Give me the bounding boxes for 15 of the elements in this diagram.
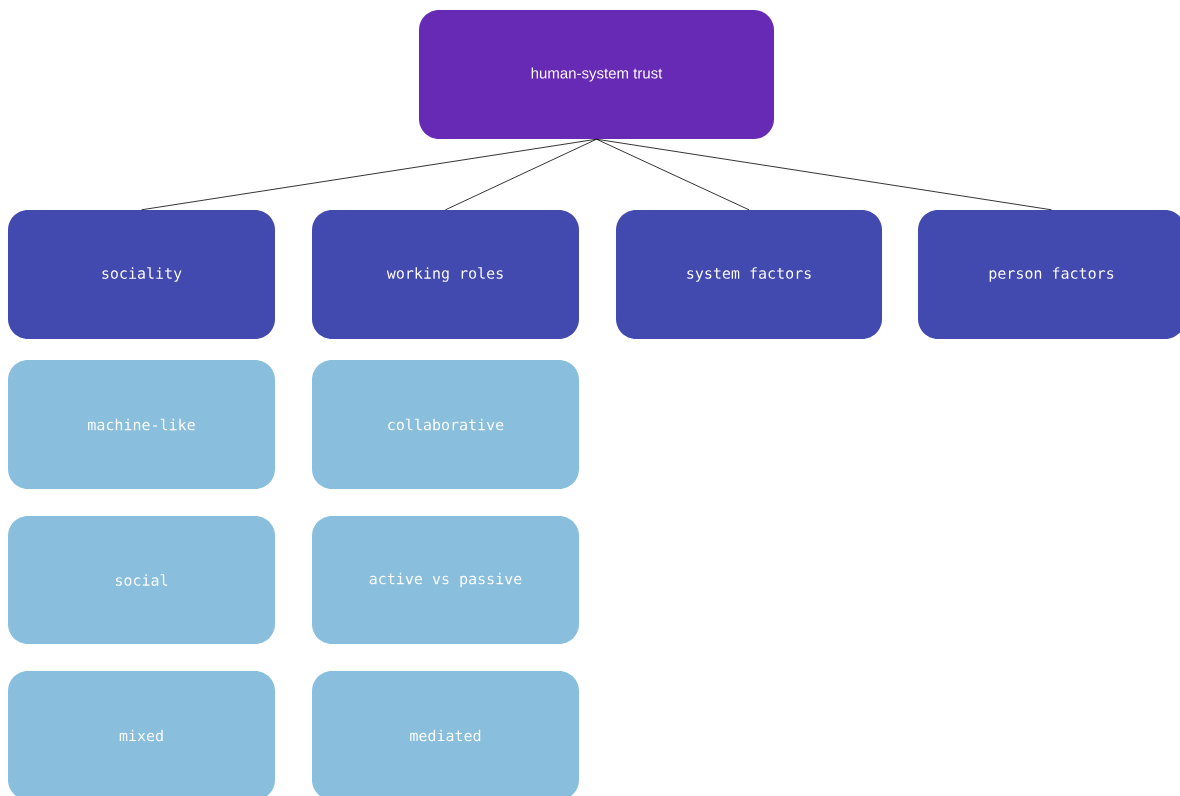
connector-line	[596, 138, 750, 211]
item-box: machine-like	[8, 360, 275, 489]
root-box: human-system trust	[419, 10, 774, 139]
item-box: collaborative	[312, 360, 579, 489]
category-box: working roles	[312, 210, 579, 339]
item-box: active vs passive	[312, 516, 579, 644]
category-box: system factors	[616, 210, 882, 339]
item-box: mixed	[8, 671, 275, 796]
category-box: sociality	[8, 210, 275, 339]
category-box: person factors	[918, 210, 1180, 339]
connector-line	[596, 138, 1052, 211]
item-box: social	[8, 516, 275, 644]
item-box: mediated	[312, 671, 579, 796]
connector-line	[141, 138, 597, 211]
connector-line	[445, 138, 597, 211]
